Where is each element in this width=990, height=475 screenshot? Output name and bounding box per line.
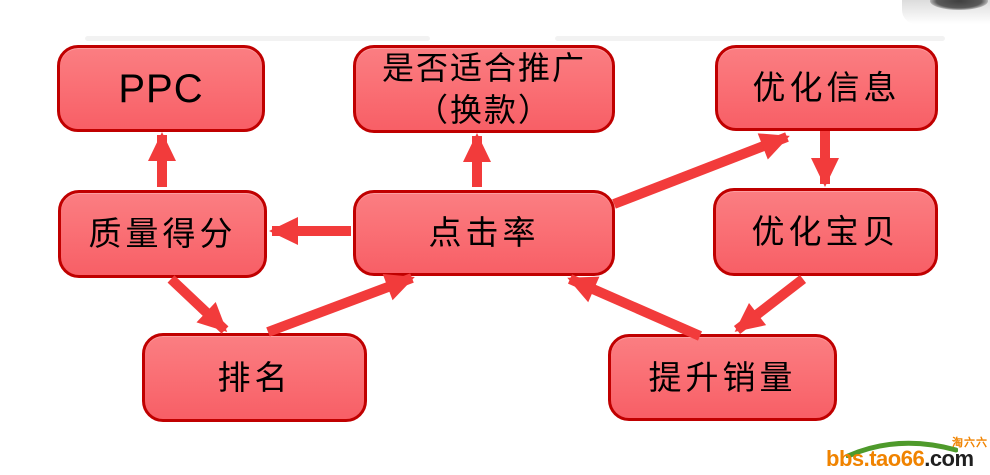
watermark-site-prefix: bbs.tao66: [826, 446, 925, 471]
node-ppc: PPC: [57, 45, 265, 132]
arrow-rank-to-ctr: [266, 273, 415, 337]
node-item: 优化宝贝: [713, 188, 938, 276]
arrow-quality-to-rank: [167, 275, 229, 334]
watermark-logo-text: 淘六六: [952, 437, 988, 449]
top-streak-right: [555, 36, 945, 41]
arrow-item-to-sales: [733, 275, 807, 334]
site-watermark: 淘六六 bbs.tao66.com: [826, 434, 990, 474]
watermark-site-url: bbs.tao66.com: [826, 446, 990, 472]
watermark-leaf-arc-icon: [846, 440, 958, 458]
node-ctr: 点击率: [353, 190, 615, 276]
node-rank: 排名: [142, 333, 367, 422]
top-streak-left: [85, 36, 430, 41]
node-fit: 是否适合推广 （换款）: [353, 45, 615, 133]
node-info: 优化信息: [715, 45, 938, 131]
node-sales: 提升销量: [608, 334, 837, 421]
arrow-sales-to-ctr: [567, 274, 703, 341]
node-quality: 质量得分: [58, 190, 267, 278]
watermark-site-suffix: .com: [924, 446, 974, 471]
corner-partial-object: [930, 0, 988, 10]
